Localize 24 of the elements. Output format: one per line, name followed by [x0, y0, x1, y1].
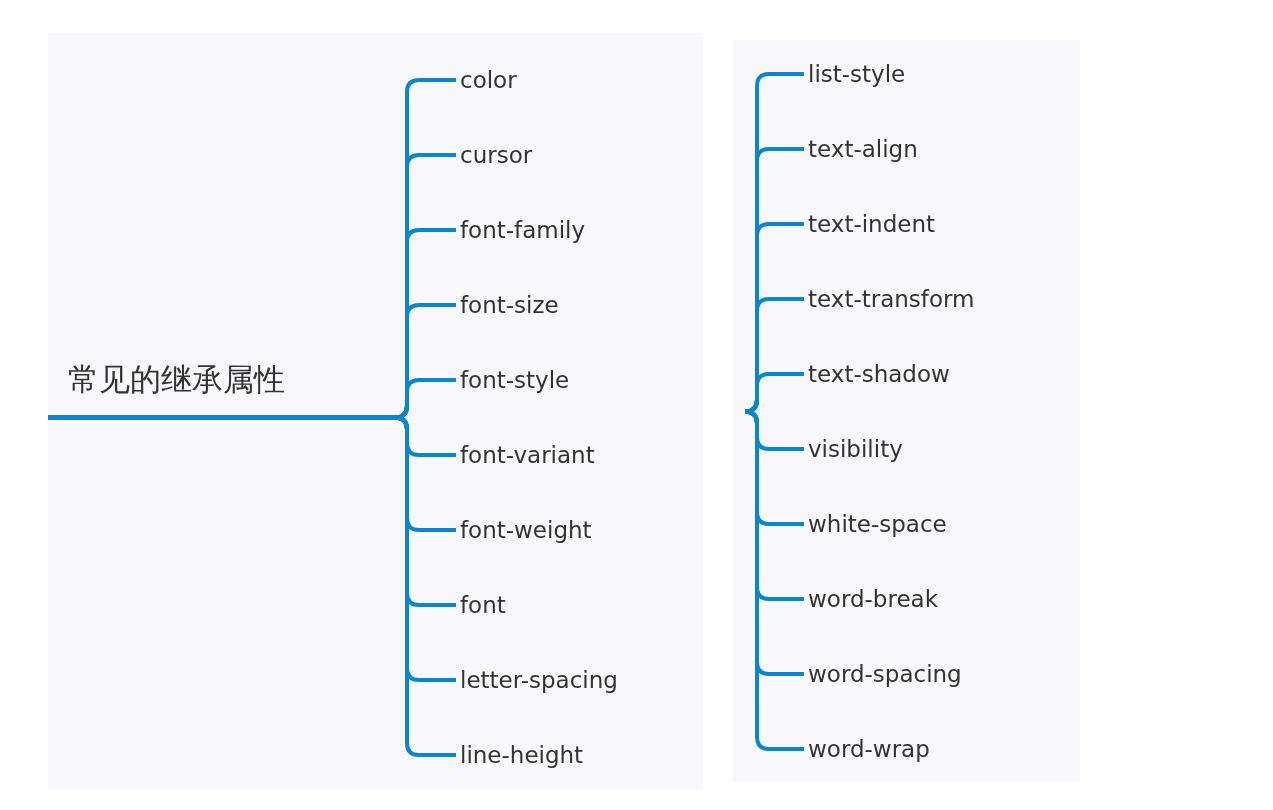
list-item: font-family: [460, 215, 586, 245]
list-item: text-align: [808, 134, 918, 164]
list-item: letter-spacing: [460, 665, 618, 695]
list-item: line-height: [460, 740, 584, 770]
list-item: word-spacing: [808, 659, 962, 689]
list-item: white-space: [808, 509, 947, 539]
brace-connector: [372, 415, 456, 757]
topic-heading: 常见的继承属性: [48, 345, 372, 420]
list-item: font-style: [460, 365, 570, 395]
brace-connector: [744, 372, 804, 414]
list-item: font-size: [460, 290, 559, 320]
list-item: text-shadow: [808, 359, 950, 389]
list-item: word-wrap: [808, 734, 930, 764]
list-item: font-variant: [460, 440, 595, 470]
list-item: text-indent: [808, 209, 935, 239]
list-item: font: [460, 590, 506, 620]
list-item: text-transform: [808, 284, 975, 314]
list-item: list-style: [808, 59, 906, 89]
list-item: font-weight: [460, 515, 592, 545]
list-item: color: [460, 65, 517, 95]
brace-connector: [744, 409, 804, 751]
list-item: visibility: [808, 434, 903, 464]
list-item: word-break: [808, 584, 938, 614]
list-item: cursor: [460, 140, 533, 170]
